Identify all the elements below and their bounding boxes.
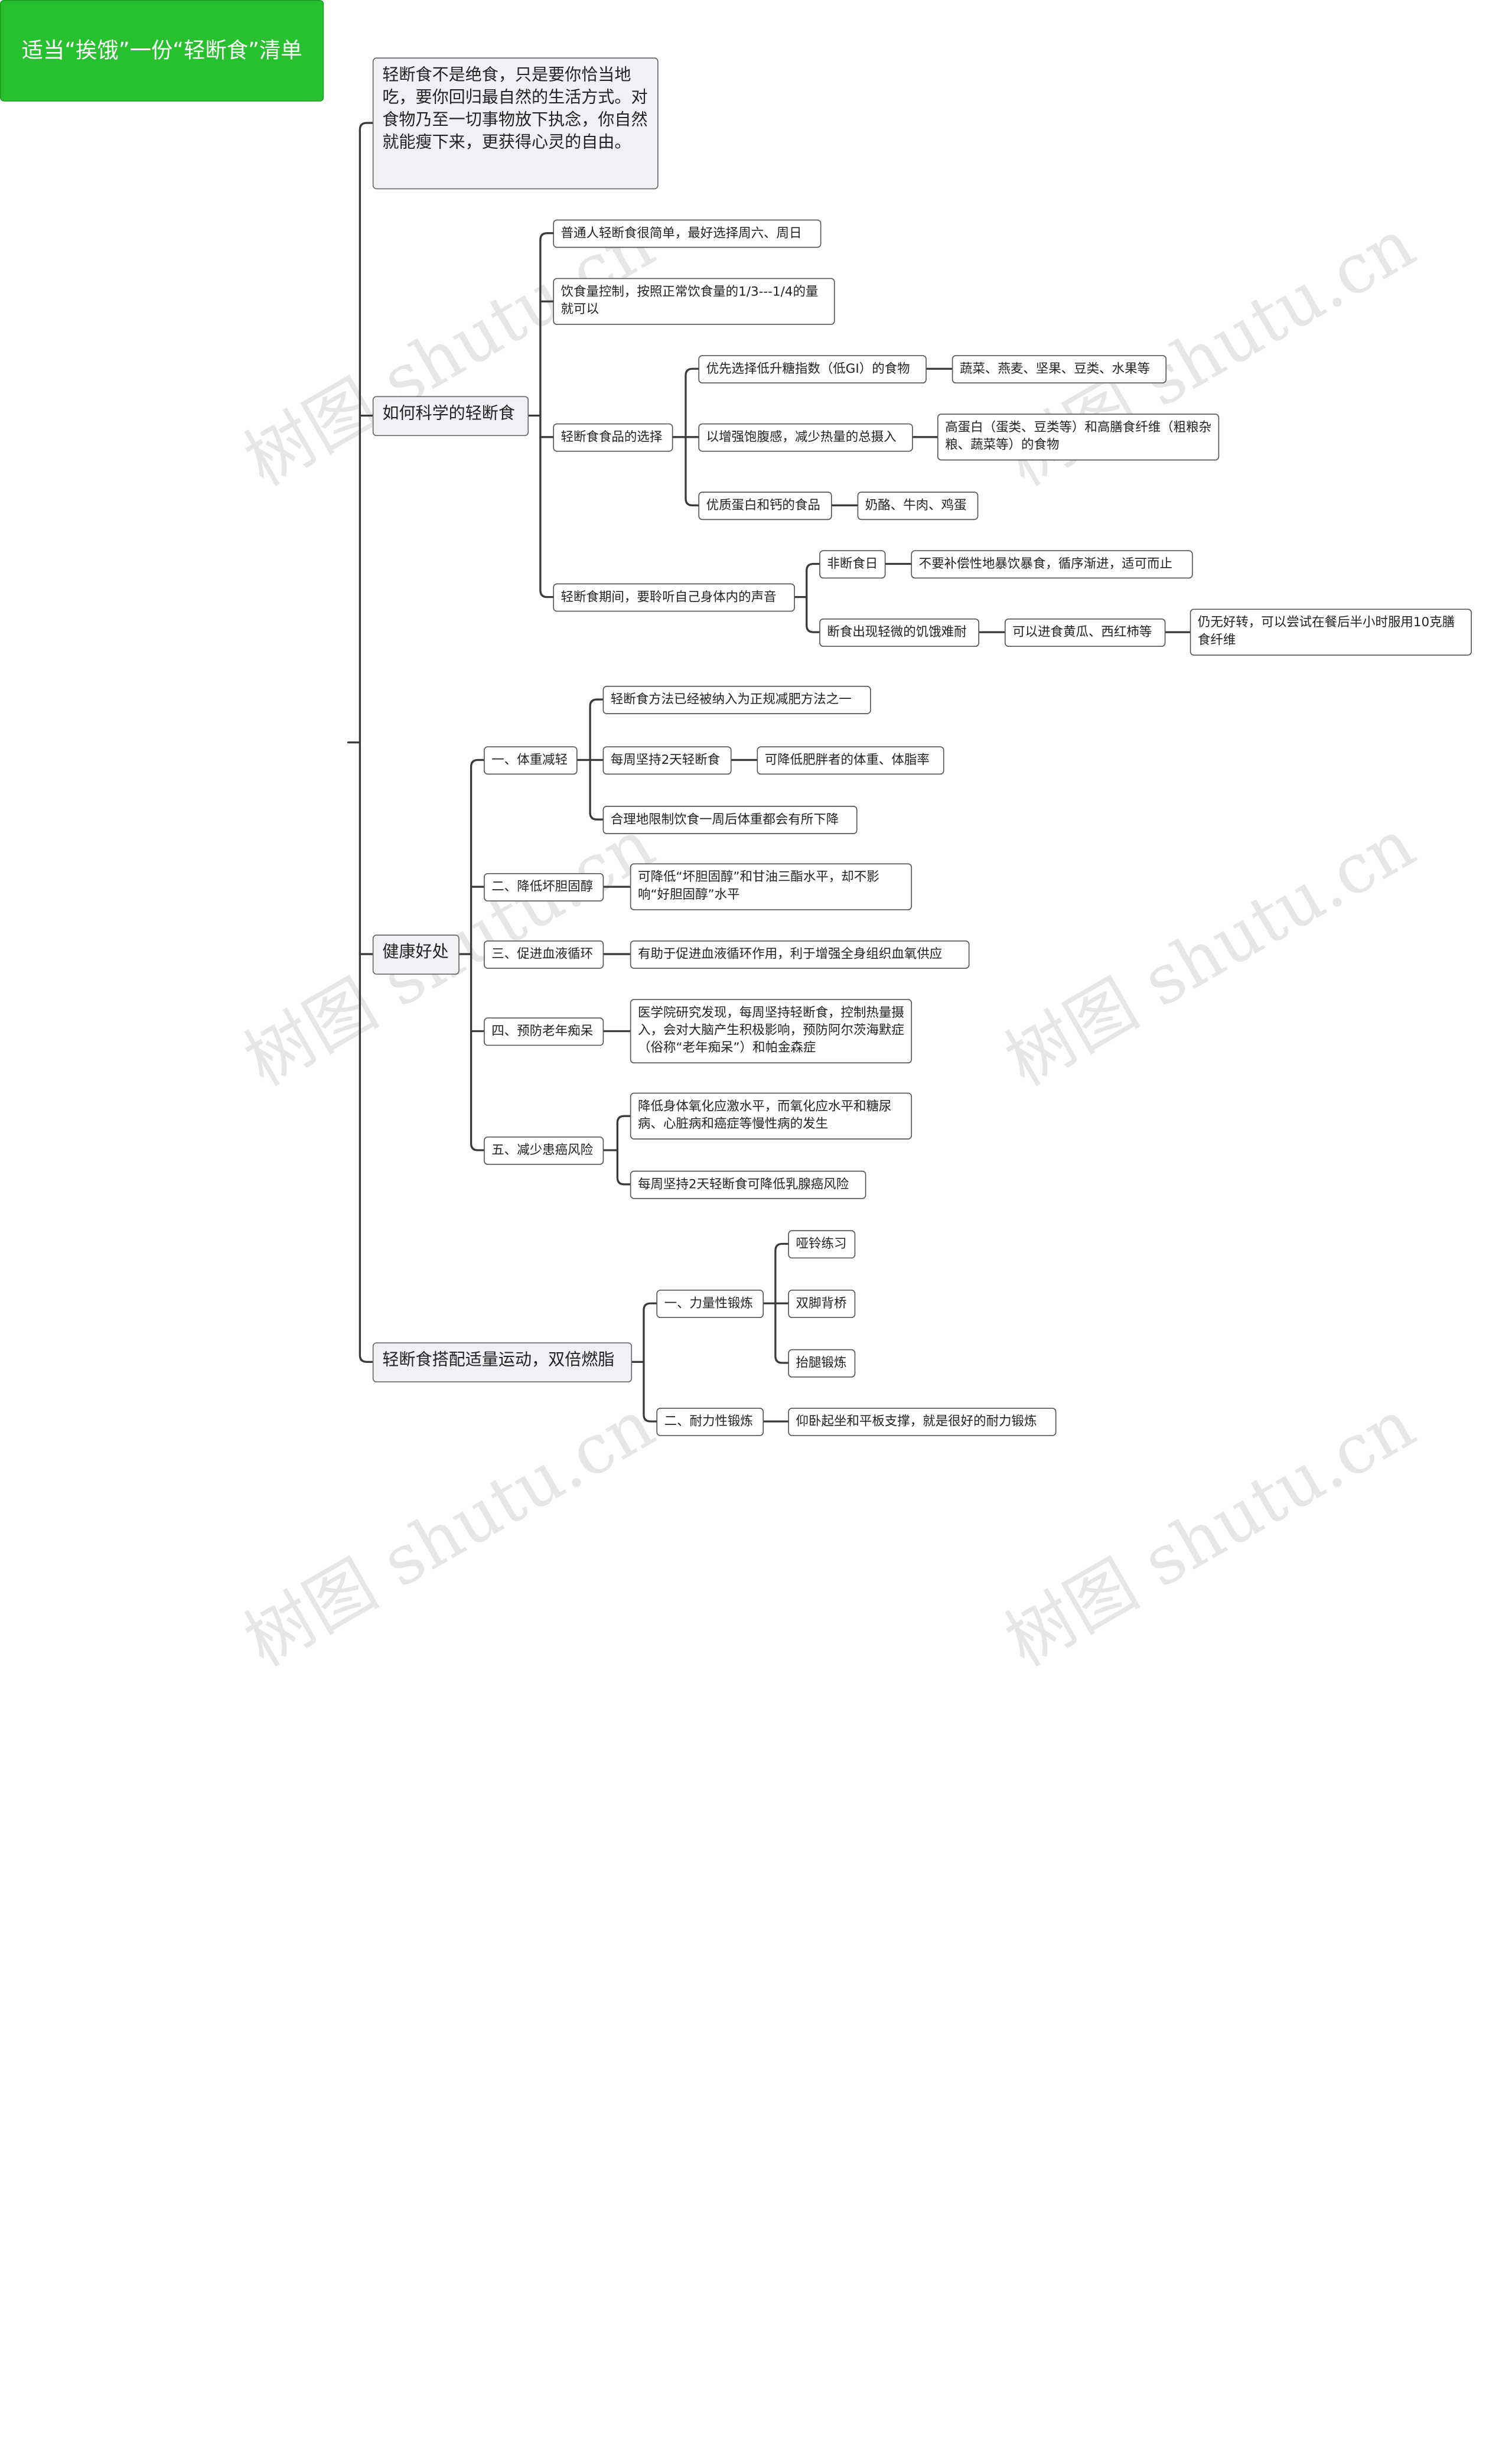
topic-dementia[interactable]: 四、预防老年痴呆 bbox=[484, 1017, 604, 1046]
topic-cancer-b[interactable]: 每周坚持2天轻断食可降低乳腺癌风险 bbox=[630, 1170, 866, 1199]
topic-cholesterol-detail[interactable]: 可降低“坏胆固醇”和甘油三酯水平，却不影响“好胆固醇”水平 bbox=[630, 863, 913, 910]
topic-protein-calcium-detail[interactable]: 奶酪、牛肉、鸡蛋 bbox=[857, 492, 979, 520]
topic-listen-body[interactable]: 轻断食期间，要聆听自己身体内的声音 bbox=[553, 583, 795, 612]
topic-blood[interactable]: 三、促进血液循环 bbox=[484, 940, 604, 969]
topic-food-choice[interactable]: 轻断食食品的选择 bbox=[553, 423, 673, 452]
topic-weight-loss[interactable]: 一、体重减轻 bbox=[484, 746, 578, 775]
connector-lines bbox=[347, 122, 1191, 1423]
topic-endurance-detail[interactable]: 仰卧起坐和平板支撑，就是很好的耐力锻炼 bbox=[788, 1407, 1057, 1436]
topic-protein-calcium[interactable]: 优质蛋白和钙的食品 bbox=[698, 492, 832, 520]
topic-strength[interactable]: 一、力量性锻炼 bbox=[656, 1290, 764, 1319]
topic-non-fast-day[interactable]: 非断食日 bbox=[819, 550, 886, 579]
topic-dumbbell[interactable]: 哑铃练习 bbox=[788, 1230, 856, 1259]
topic-cholesterol[interactable]: 二、降低坏胆固醇 bbox=[484, 873, 604, 901]
topic-non-fast-detail[interactable]: 不要补偿性地暴饮暴食，循序渐进，适可而止 bbox=[911, 550, 1193, 579]
topic-hunger[interactable]: 断食出现轻微的饥饿难耐 bbox=[819, 618, 980, 647]
topic-simple-weekend[interactable]: 普通人轻断食很简单，最好选择周六、周日 bbox=[553, 219, 822, 248]
topic-leg-raise[interactable]: 抬腿锻炼 bbox=[788, 1349, 856, 1378]
branch-exercise[interactable]: 轻断食搭配适量运动，双倍燃脂 bbox=[372, 1342, 633, 1383]
branch-health-benefits[interactable]: 健康好处 bbox=[372, 935, 460, 975]
topic-hunger-detail[interactable]: 可以进食黄瓜、西红柿等 bbox=[1004, 618, 1166, 647]
topic-weight-b-detail[interactable]: 可降低肥胖者的体重、体脂率 bbox=[757, 746, 944, 775]
branch-how-to-fast[interactable]: 如何科学的轻断食 bbox=[372, 396, 529, 437]
topic-satiety-detail[interactable]: 高蛋白（蛋类、豆类等）和高膳食纤维（粗粮杂粮、蔬菜等）的食物 bbox=[937, 414, 1220, 461]
topic-weight-c[interactable]: 合理地限制饮食一周后体重都会有所下降 bbox=[602, 806, 858, 834]
topic-cancer[interactable]: 五、减少患癌风险 bbox=[484, 1136, 604, 1165]
topic-weight-a[interactable]: 轻断食方法已经被纳入为正规减肥方法之一 bbox=[602, 685, 871, 714]
intro-topic[interactable]: 轻断食不是绝食，只是要你恰当地吃，要你回归最自然的生活方式。对食物乃至一切事物放… bbox=[372, 57, 659, 190]
topic-amount-control[interactable]: 饮食量控制，按照正常饮食量的1/3---1/4的量就可以 bbox=[553, 278, 835, 325]
topic-weight-b[interactable]: 每周坚持2天轻断食 bbox=[602, 746, 732, 775]
topic-low-gi-detail[interactable]: 蔬菜、燕麦、坚果、豆类、水果等 bbox=[951, 355, 1167, 384]
topic-hunger-extra[interactable]: 仍无好转，可以尝试在餐后半小时服用10克膳食纤维 bbox=[1190, 608, 1472, 656]
root-topic[interactable]: 适当“挨饿”一份“轻断食”清单 bbox=[0, 0, 324, 102]
topic-dementia-detail[interactable]: 医学院研究发现，每周坚持轻断食，控制热量摄入，会对大脑产生积极影响，预防阿尔茨海… bbox=[630, 999, 913, 1064]
topic-satiety[interactable]: 以增强饱腹感，减少热量的总摄入 bbox=[698, 423, 913, 452]
topic-endurance[interactable]: 二、耐力性锻炼 bbox=[656, 1407, 764, 1436]
topic-cancer-a[interactable]: 降低身体氧化应激水平，而氧化应水平和糖尿病、心脏病和癌症等慢性病的发生 bbox=[630, 1092, 913, 1140]
topic-low-gi[interactable]: 优先选择低升糖指数（低GI）的食物 bbox=[698, 355, 927, 384]
topic-blood-detail[interactable]: 有助于促进血液循环作用，利于增强全身组织血氧供应 bbox=[630, 940, 970, 969]
topic-bridge[interactable]: 双脚背桥 bbox=[788, 1290, 856, 1319]
